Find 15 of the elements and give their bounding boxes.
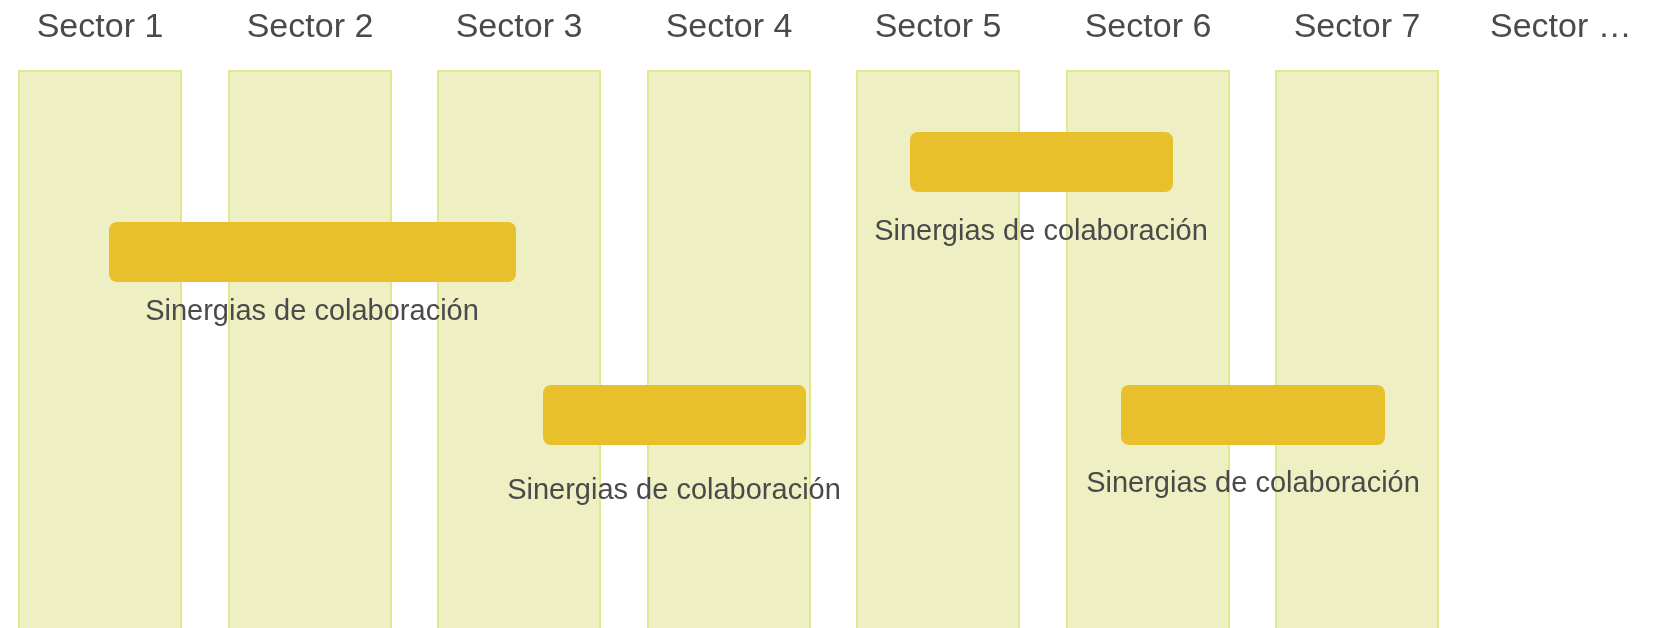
bar-caption: Sinergias de colaboración	[507, 473, 841, 506]
column-heading: Sector 2	[245, 6, 375, 45]
column-heading: Sector 5	[873, 6, 1003, 45]
column-heading: Sector 6	[1083, 6, 1213, 45]
column-heading: Sector 7	[1292, 6, 1422, 45]
bar	[1121, 385, 1385, 445]
column-heading: Sector 4	[664, 6, 794, 45]
bar	[109, 222, 516, 282]
bar-caption: Sinergias de colaboración	[874, 214, 1208, 247]
bar	[910, 132, 1173, 192]
column-heading: Sector …	[1490, 6, 1632, 45]
column-heading: Sector 1	[35, 6, 165, 45]
column-heading: Sector 3	[454, 6, 584, 45]
bar-caption: Sinergias de colaboración	[145, 294, 479, 327]
bar	[543, 385, 806, 445]
